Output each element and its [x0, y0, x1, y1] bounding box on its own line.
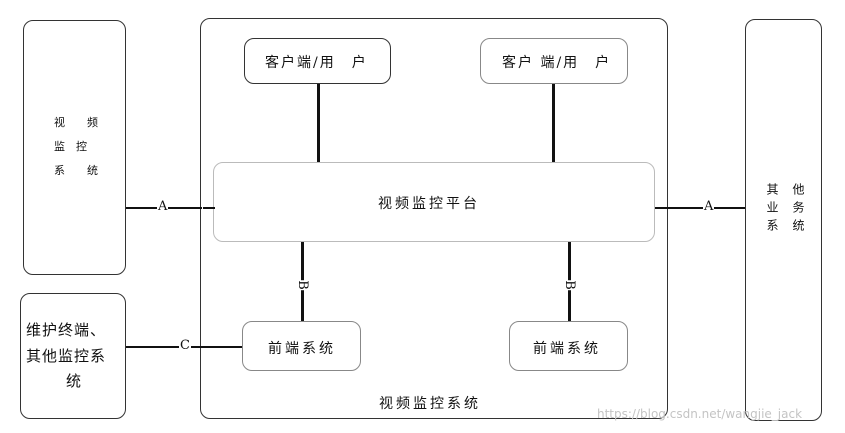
- main-system-label: 视频监控系统: [379, 396, 481, 412]
- client-user-box-left: [244, 38, 391, 84]
- left-system-label-line3: 系 统: [54, 164, 98, 177]
- other-business-label-col2: 他务统: [791, 183, 805, 237]
- maintenance-label-line1: 维护终端、: [26, 321, 107, 339]
- watermark-text: https://blog.csdn.net/wangjie_jack: [597, 407, 803, 421]
- video-surveillance-platform-box: [213, 162, 655, 242]
- other-business-system-box: [745, 19, 822, 421]
- maintenance-label-line2: 其他监控系: [26, 347, 107, 365]
- link-client-left-platform: [317, 84, 320, 162]
- interface-b-right: B: [561, 280, 577, 290]
- link-platform-right-stub: [655, 207, 668, 209]
- interface-a-left: A: [157, 199, 169, 214]
- left-system-label-line1: 视 频: [54, 116, 98, 129]
- link-left-platform-stub: [203, 207, 215, 209]
- maintenance-terminal-box: [20, 293, 126, 419]
- interface-c: C: [179, 338, 191, 353]
- front-end-label-left: 前端系统: [268, 341, 336, 357]
- front-end-label-right: 前端系统: [533, 341, 601, 357]
- maintenance-label-line3: 统: [66, 372, 84, 390]
- client-user-label-left: 客户端/用 户: [265, 55, 368, 71]
- interface-b-left: B: [294, 280, 310, 290]
- link-client-right-platform: [552, 84, 555, 162]
- left-system-label-line2: 监 控: [54, 140, 87, 153]
- front-end-system-box-left: [242, 321, 361, 371]
- other-business-label-col1: 其业系: [765, 183, 779, 237]
- client-user-label-right: 客户 端/用 户: [502, 55, 612, 71]
- platform-label: 视频监控平台: [378, 196, 480, 212]
- client-user-box-right: [480, 38, 628, 84]
- interface-a-right: A: [703, 199, 715, 214]
- left-video-surveillance-system: [23, 20, 126, 275]
- front-end-system-box-right: [509, 321, 628, 371]
